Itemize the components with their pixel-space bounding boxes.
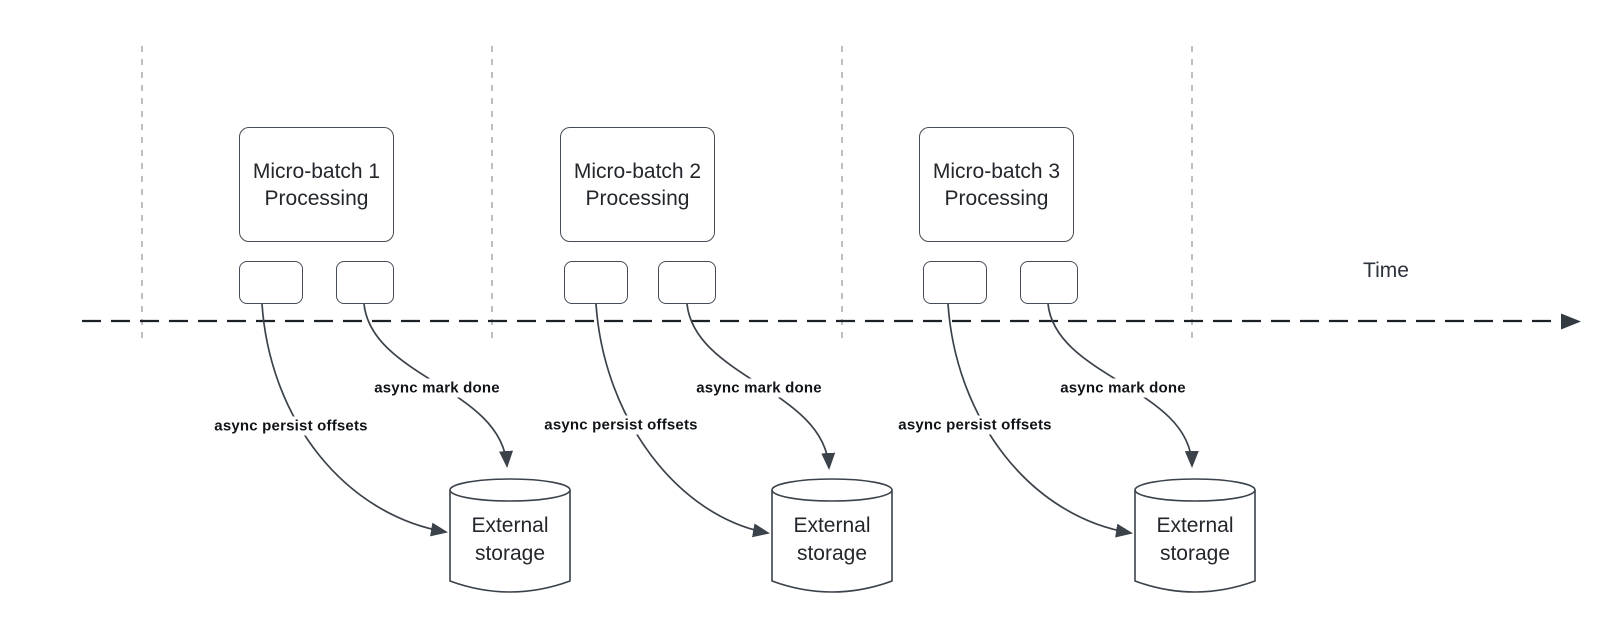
external-storage-label-line1: External: [1156, 514, 1234, 537]
external-storage-label-line1: External: [471, 514, 549, 537]
processing-box-label-line2: Processing: [264, 186, 369, 210]
processing-box-label-line2: Processing: [944, 186, 1049, 210]
cylinder-top: [771, 478, 893, 502]
external-storage-label-line2: storage: [1159, 542, 1231, 565]
async-persist-offsets-arrow-1: [261, 303, 448, 537]
offset-task-node: [239, 261, 303, 304]
external-storage-label: External storage: [450, 512, 570, 568]
async-mark-done-label: async mark done: [1056, 378, 1190, 398]
mark-done-task-node: [1020, 261, 1078, 304]
mark-done-task-node: [658, 261, 716, 304]
async-mark-done-label: async mark done: [692, 378, 826, 398]
microbatch-3-processing-box: Micro-batch 3 Processing: [919, 127, 1074, 242]
async-persist-offsets-arrow-2: [595, 303, 770, 538]
async-mark-done-label: async mark done: [370, 378, 504, 398]
external-storage-label: External storage: [1135, 512, 1255, 568]
microbatch-2-processing-box: Micro-batch 2 Processing: [560, 127, 715, 242]
offset-task-node: [923, 261, 987, 304]
external-storage-cylinder-1: [449, 478, 571, 593]
async-persist-offsets-label: async persist offsets: [210, 416, 372, 436]
cylinder-top: [1134, 478, 1256, 502]
time-axis-arrowhead-icon: [1561, 313, 1581, 330]
async-persist-offsets-label: async persist offsets: [540, 415, 702, 435]
cylinder-body: [1134, 490, 1256, 593]
external-storage-cylinder-3: [1134, 478, 1256, 593]
external-storage-label: External storage: [772, 512, 892, 568]
async-persist-offsets-label: async persist offsets: [894, 415, 1056, 435]
mark-done-task-node: [336, 261, 394, 304]
cylinder-top: [449, 478, 571, 502]
external-storage-label-line1: External: [793, 514, 871, 537]
external-storage-label-line2: storage: [474, 542, 546, 565]
external-storage-cylinder-2: [771, 478, 893, 593]
cylinder-body: [771, 490, 893, 593]
processing-box-label-line1: Micro-batch 2: [573, 159, 702, 183]
offset-task-node: [564, 261, 628, 304]
time-axis-label: Time: [1363, 259, 1409, 282]
cylinder-body: [449, 490, 571, 593]
microbatch-1-processing-box: Micro-batch 1 Processing: [239, 127, 394, 242]
processing-box-label-line2: Processing: [585, 186, 690, 210]
processing-box-label-line1: Micro-batch 3: [932, 159, 1061, 183]
processing-box-label-line1: Micro-batch 1: [252, 159, 381, 183]
external-storage-label-line2: storage: [796, 542, 868, 565]
async-persist-offsets-arrow-3: [947, 303, 1133, 538]
